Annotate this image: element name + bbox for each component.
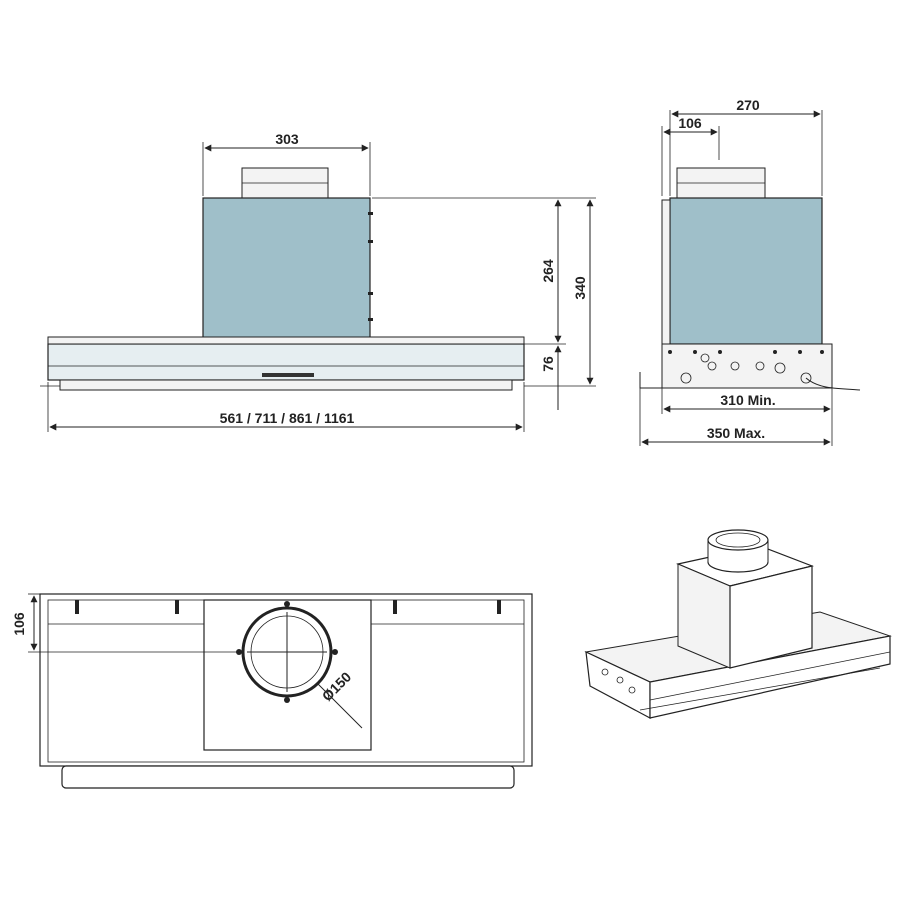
dim-bottom-offset: 106 [11, 612, 27, 636]
side-plate [661, 343, 833, 389]
isometric-view [584, 529, 892, 719]
dim-side-duct-offset: 106 [678, 115, 702, 131]
bottom-filter-strip [61, 765, 515, 789]
dim-front-total-height: 340 [572, 276, 588, 300]
dim-front-width-top: 303 [275, 131, 299, 147]
dim-side-depth-max: 350 Max. [707, 425, 765, 441]
dim-side-depth-top: 270 [736, 97, 760, 113]
dim-front-hood-height: 76 [540, 356, 556, 372]
bottom-view: Ø150 106 [11, 593, 533, 789]
dim-front-total-width: 561 / 711 / 861 / 1161 [220, 410, 355, 426]
side-body [669, 197, 823, 345]
bottom-body-outline [203, 599, 372, 751]
iso-body-side [729, 565, 813, 669]
dim-side-depth-min: 310 Min. [720, 392, 775, 408]
side-view: 270 106 310 Min. 350 Max. [639, 97, 861, 446]
dim-front-body-height: 264 [540, 259, 556, 283]
front-body [202, 197, 371, 345]
front-control-panel [262, 373, 314, 377]
front-view: 303 264 76 340 561 / 711 / 861 / 1161 [40, 131, 596, 432]
